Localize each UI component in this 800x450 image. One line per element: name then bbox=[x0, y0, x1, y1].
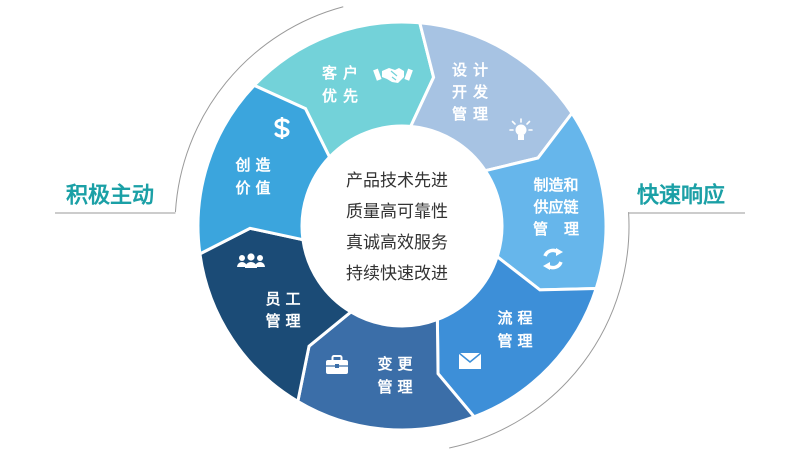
segment-label-line: 供应链 bbox=[532, 198, 579, 216]
segment-label-line: 变更 bbox=[377, 355, 417, 373]
segment-label-line: 流程 bbox=[497, 309, 537, 327]
segment-employee-label: 员工 管理 bbox=[265, 290, 305, 330]
segment-label-line: 制造和 bbox=[533, 176, 578, 194]
segment-label-line: 管理 bbox=[265, 312, 305, 330]
segment-label-line: 价值 bbox=[235, 179, 275, 197]
briefcase-icon bbox=[326, 355, 348, 374]
center-line-3: 真诚高效服务 bbox=[346, 233, 448, 253]
envelope-icon bbox=[458, 352, 482, 369]
center-line-1: 产品技术先进 bbox=[346, 171, 448, 191]
center-line-4: 持续快速改进 bbox=[346, 264, 448, 284]
segment-label-line: 设计 bbox=[452, 61, 494, 79]
segment-label-line: 创造 bbox=[234, 156, 275, 174]
segment-value-creation-shape bbox=[196, 83, 332, 257]
segment-label-line: 优先 bbox=[322, 87, 364, 105]
right-label: 快速响应 bbox=[637, 183, 725, 209]
center-text: 产品技术先进 质量高可靠性 真诚高效服务 持续快速改进 bbox=[346, 171, 448, 284]
segment-label-line: 员工 bbox=[265, 290, 305, 308]
segment-label-line: 管理 bbox=[377, 378, 417, 396]
segment-label-line: 管理 bbox=[452, 105, 494, 123]
right-guide-arc bbox=[449, 212, 630, 449]
people-icon bbox=[237, 253, 265, 268]
handshake-icon bbox=[373, 68, 413, 83]
guide-lines bbox=[55, 6, 745, 449]
segment-process-label: 流程 管理 bbox=[497, 309, 537, 350]
segment-manufacturing-supply-chain-label: 制造和 供应链 管理 bbox=[532, 176, 595, 238]
segment-change-label: 变更 管理 bbox=[377, 355, 417, 396]
left-guide-arc bbox=[174, 6, 344, 213]
lightbulb-icon bbox=[509, 118, 533, 140]
left-label: 积极主动 bbox=[66, 184, 154, 209]
cycle-icon bbox=[543, 248, 563, 270]
dollar-icon bbox=[274, 117, 290, 139]
segment-label-line: 管理 bbox=[533, 220, 595, 238]
segment-value-creation-label: 创造 价值 bbox=[234, 156, 275, 197]
segment-design-development-label: 设计 开发 管理 bbox=[452, 61, 494, 123]
segment-customer-first-label: 客户 优先 bbox=[321, 64, 364, 105]
segment-label-line: 客户 bbox=[321, 64, 364, 82]
segment-label-line: 管理 bbox=[497, 332, 537, 350]
center-line-2: 质量高可靠性 bbox=[346, 202, 448, 222]
segment-label-line: 开发 bbox=[452, 83, 494, 101]
segment-ring bbox=[196, 20, 608, 432]
